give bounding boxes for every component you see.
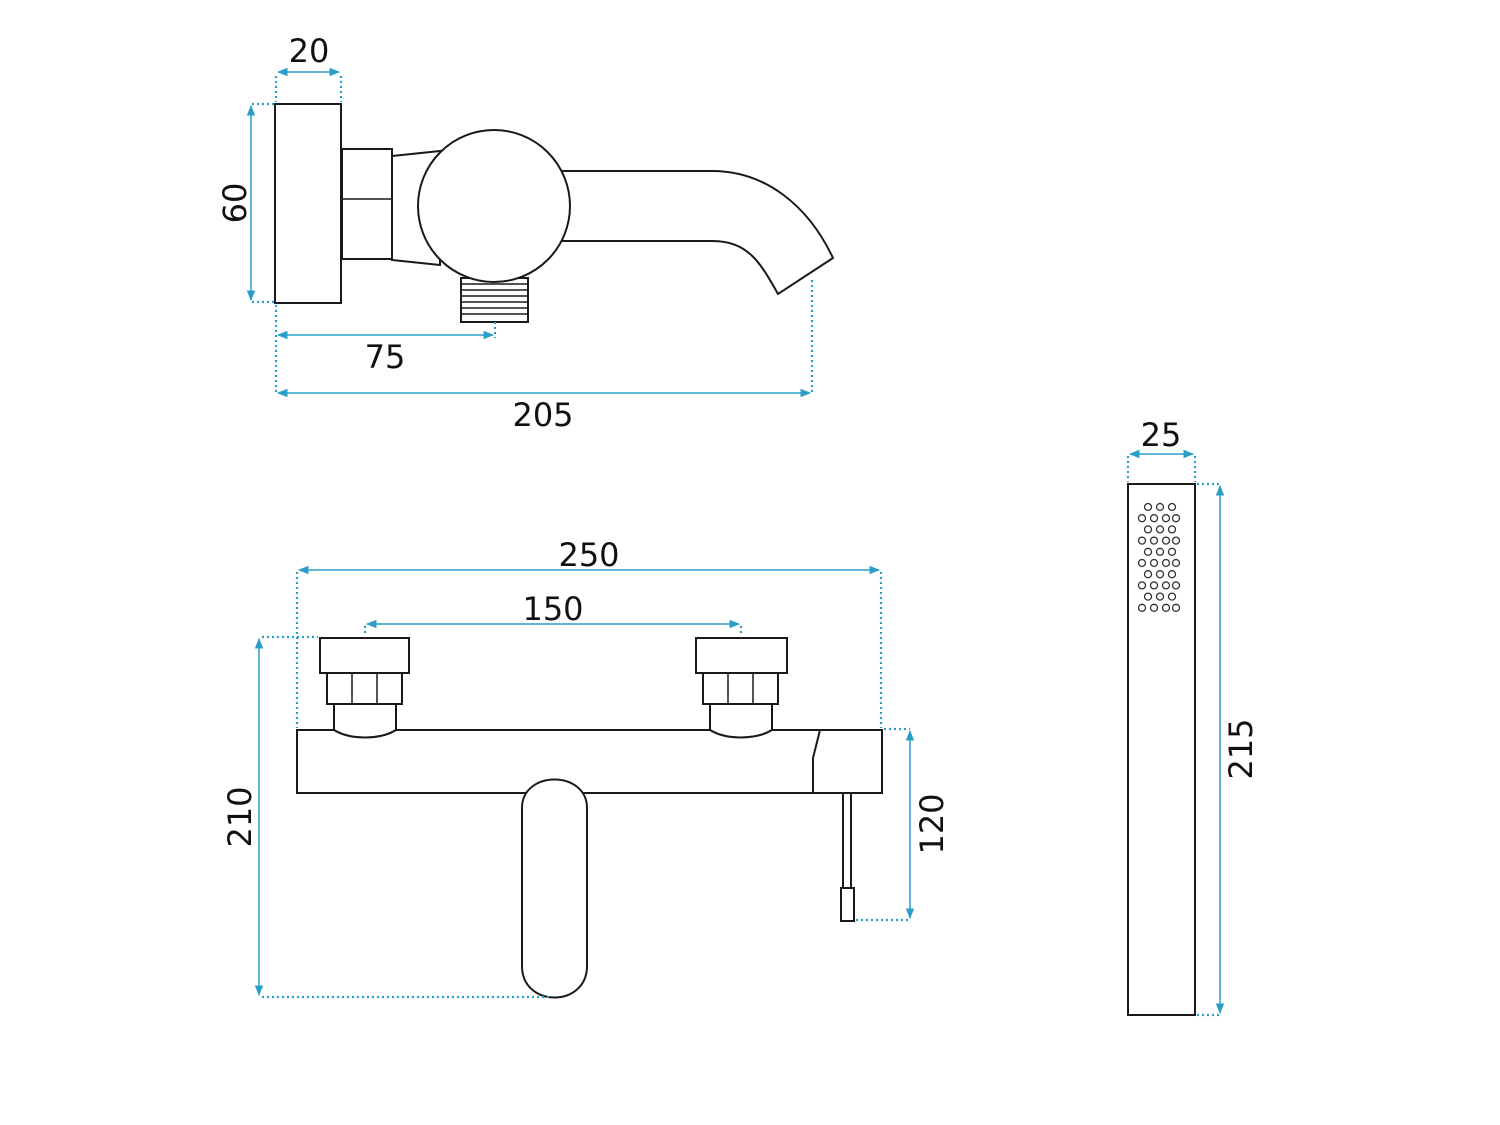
side-view: 20 60 75 205 — [216, 32, 835, 434]
spray-hole — [1161, 558, 1171, 568]
spray-hole — [1143, 547, 1153, 556]
spray-hole — [1137, 536, 1147, 545]
dim-shower-head-width: 25 — [1126, 416, 1197, 482]
dim-label: 215 — [1222, 718, 1260, 779]
shower-head-view: 25 215 — [1126, 416, 1260, 1017]
spray-hole — [1167, 570, 1177, 579]
dim-label: 75 — [365, 338, 406, 376]
dim-label: 250 — [558, 536, 619, 574]
spray-hole — [1149, 581, 1159, 590]
mixer-body-circle — [417, 129, 571, 283]
dim-shower-head-length: 215 — [1197, 482, 1260, 1017]
spray-hole — [1143, 525, 1153, 534]
spray-hole — [1161, 603, 1171, 612]
spray-hole — [1155, 547, 1165, 556]
dim-front-total-width: 250 — [295, 536, 883, 728]
dim-side-outlet-offset: 75 — [274, 305, 497, 395]
spray-hole — [1171, 603, 1181, 612]
dim-label: 25 — [1141, 416, 1182, 454]
wall-flange — [274, 103, 342, 304]
spray-hole — [1167, 547, 1177, 556]
spray-holes — [1137, 502, 1181, 612]
spray-hole — [1155, 592, 1165, 601]
dim-label: 150 — [522, 590, 583, 628]
spray-hole — [1171, 514, 1181, 523]
spray-hole — [1161, 581, 1171, 590]
spray-hole — [1171, 581, 1181, 590]
spray-hole — [1155, 502, 1165, 512]
spout-front — [521, 778, 588, 999]
dim-side-flange-width: 20 — [274, 32, 343, 102]
dim-label: 120 — [913, 793, 951, 854]
left-connector — [319, 637, 410, 739]
dim-side-flange-height: 60 — [216, 102, 274, 304]
spray-hole — [1137, 581, 1147, 590]
spray-hole — [1137, 558, 1147, 568]
spray-hole — [1149, 536, 1159, 545]
spray-hole — [1155, 570, 1165, 579]
connector-nut — [341, 148, 393, 260]
spray-hole — [1143, 570, 1153, 579]
spray-hole — [1137, 603, 1147, 612]
diverter-knob — [812, 729, 883, 794]
dim-label: 20 — [289, 32, 330, 70]
dim-front-body-to-lever: 120 — [856, 727, 951, 922]
hose-outlet — [460, 265, 529, 323]
mixer-bar — [296, 729, 883, 794]
spray-hole — [1143, 592, 1153, 601]
dim-front-total-height: 210 — [221, 635, 552, 999]
spray-hole — [1149, 514, 1159, 523]
front-view: 250 150 210 120 — [221, 536, 951, 999]
spray-hole — [1155, 525, 1165, 534]
spray-hole — [1171, 558, 1181, 568]
spray-hole — [1143, 502, 1153, 512]
spray-hole — [1167, 502, 1177, 512]
dim-label: 205 — [512, 396, 573, 434]
right-connector — [695, 637, 788, 739]
dim-label: 60 — [216, 183, 254, 224]
diverter-lever — [840, 792, 855, 922]
dim-label: 210 — [221, 786, 259, 847]
spout — [559, 170, 835, 296]
spray-hole — [1167, 592, 1177, 601]
spray-hole — [1137, 514, 1147, 523]
spray-hole — [1171, 536, 1181, 545]
spray-hole — [1161, 536, 1171, 545]
spray-hole — [1149, 558, 1159, 568]
dim-side-total-depth: 205 — [276, 280, 814, 434]
spray-hole — [1149, 603, 1159, 612]
spray-hole — [1167, 525, 1177, 534]
spray-hole — [1161, 514, 1171, 523]
dim-front-connector-spacing: 150 — [363, 590, 743, 636]
